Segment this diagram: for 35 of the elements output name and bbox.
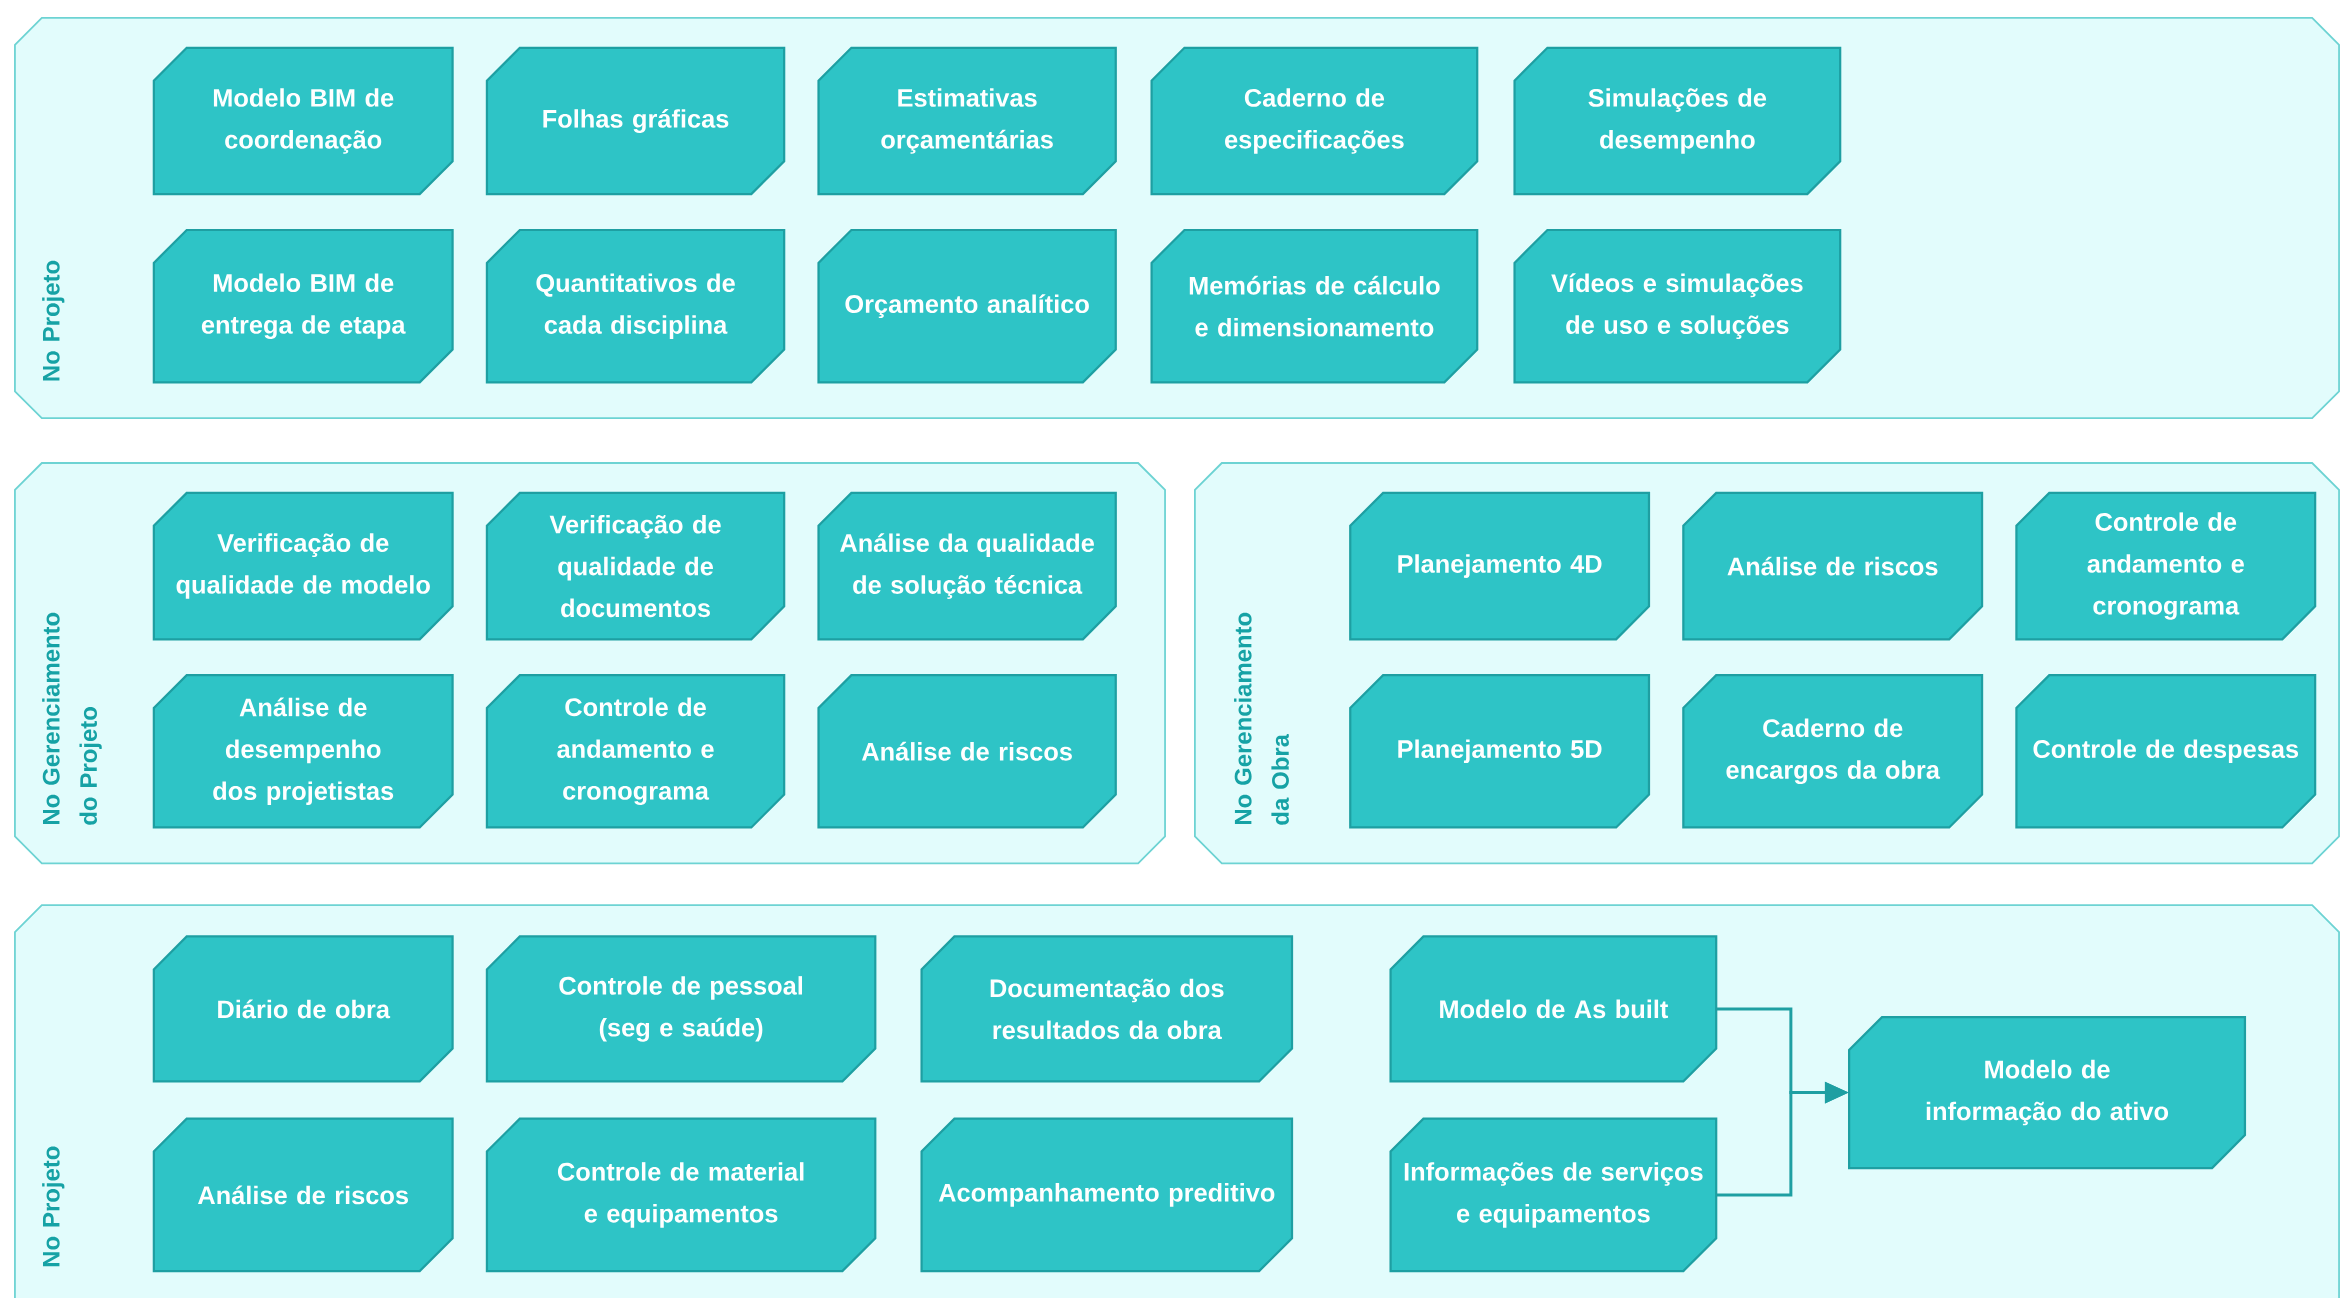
output-box: Análise de desempenho dos projetistas	[152, 674, 454, 829]
output-box: Modelo BIM de entrega de etapa	[152, 228, 454, 384]
output-box: Acompanhamento preditivo	[920, 1117, 1294, 1273]
output-box: Análise de riscos	[817, 674, 1117, 829]
output-box: Caderno de especificações	[1150, 46, 1479, 196]
output-box: Vídeos e simulações de uso e soluções	[1513, 228, 1842, 384]
output-box: Modelo de As built	[1389, 935, 1718, 1083]
output-box: Análise de riscos	[1682, 491, 1984, 641]
output-box: Quantitativos de cada disciplina	[485, 228, 786, 384]
output-box: Documentação dos resultados da obra	[920, 935, 1294, 1083]
output-box: Orçamento analítico	[817, 228, 1117, 384]
output-box: Modelo BIM de coordenação	[152, 46, 454, 196]
output-box: Memórias de cálculo e dimensionamento	[1150, 228, 1479, 384]
output-box: Diário de obra	[152, 935, 454, 1083]
output-box: Controle de andamento e cronograma	[485, 674, 786, 829]
output-box: Controle de material e equipamentos	[485, 1117, 877, 1273]
output-box: Estimativas orçamentárias	[817, 46, 1117, 196]
output-box: Modelo de informação do ativo	[1848, 1016, 2247, 1170]
output-box: Planejamento 5D	[1349, 674, 1651, 829]
output-box: Planejamento 4D	[1349, 491, 1651, 641]
panel-label: No Projeto	[42, 260, 65, 381]
output-box: Controle de andamento e cronograma	[2015, 491, 2317, 641]
output-box: Análise de riscos	[152, 1117, 454, 1273]
output-box: Simulações de desempenho	[1513, 46, 1842, 196]
output-box: Verificação de qualidade de modelo	[152, 491, 454, 641]
output-box: Análise da qualidade de solução técnica	[817, 491, 1117, 641]
output-box: Controle de despesas	[2015, 674, 2317, 829]
output-box: Informações de serviços e equipamentos	[1389, 1117, 1718, 1273]
panel-label: No Projeto	[42, 1146, 65, 1267]
panel-label: No Gerenciamento da Obra	[1234, 612, 1289, 825]
output-box: Controle de pessoal (seg e saúde)	[485, 935, 877, 1083]
output-box: Folhas gráficas	[485, 46, 786, 196]
output-box: Verificação de qualidade de documentos	[485, 491, 786, 641]
output-box: Caderno de encargos da obra	[1682, 674, 1984, 829]
panel-label: No Gerenciamento do Projeto	[42, 612, 102, 825]
